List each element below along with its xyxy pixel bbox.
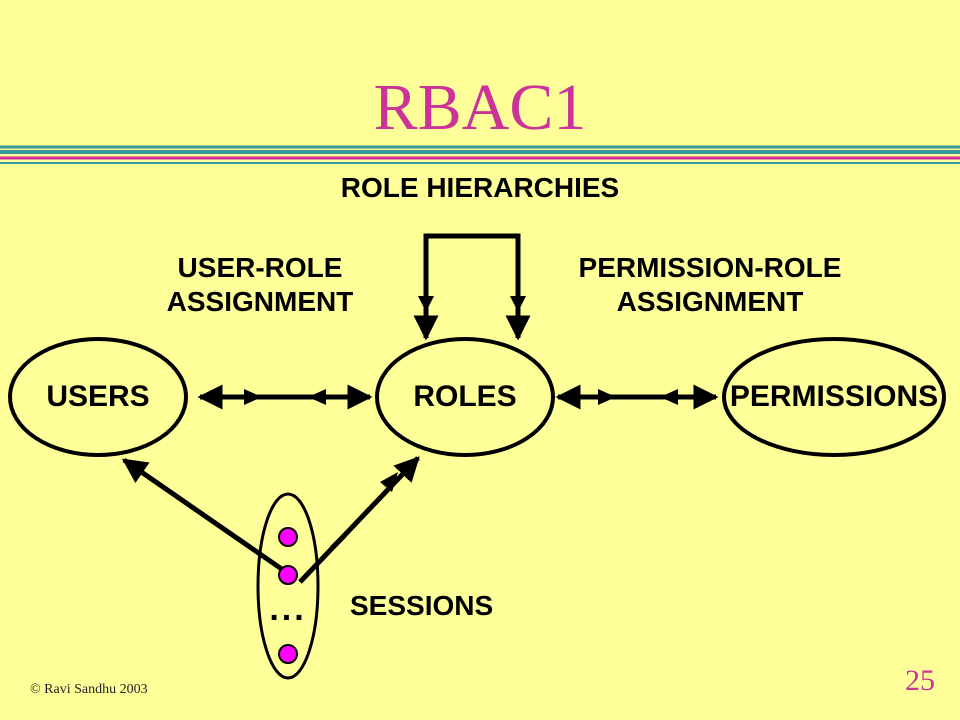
user-role-assignment-label-line2: ASSIGNMENT (166, 286, 354, 317)
permissions-ellipse (722, 337, 946, 457)
permission-role-arrow (555, 384, 719, 410)
copyright-text: © Ravi Sandhu 2003 (30, 682, 148, 697)
user-role-arrow (197, 384, 373, 410)
permission-role-assignment-label-line1: PERMISSION-ROLE (578, 252, 842, 283)
role-hierarchies-label: ROLE HIERARCHIES (340, 172, 620, 203)
session-dot (278, 527, 298, 547)
users-label: USERS (46, 380, 150, 413)
slide-title: RBAC1 (373, 71, 587, 144)
users-ellipse (8, 337, 188, 457)
session-role-arrow (298, 456, 420, 584)
sessions-label: SESSIONS (350, 590, 494, 621)
roles-label: ROLES (413, 380, 517, 413)
session-user-arrow (121, 457, 288, 575)
sessions-ellipse (256, 492, 320, 680)
role-hierarchy-loop (413, 233, 531, 341)
header-rule (0, 145, 960, 164)
user-role-assignment-label-line1: USER-ROLE (177, 252, 343, 283)
permission-role-assignment-label-line2: ASSIGNMENT (616, 286, 804, 317)
permissions-label: PERMISSIONS (729, 380, 939, 413)
page-number: 25 (905, 664, 935, 697)
session-dot (278, 644, 298, 664)
session-dot (278, 565, 298, 585)
roles-ellipse (375, 337, 555, 457)
session-ellipsis: ... (269, 590, 307, 628)
